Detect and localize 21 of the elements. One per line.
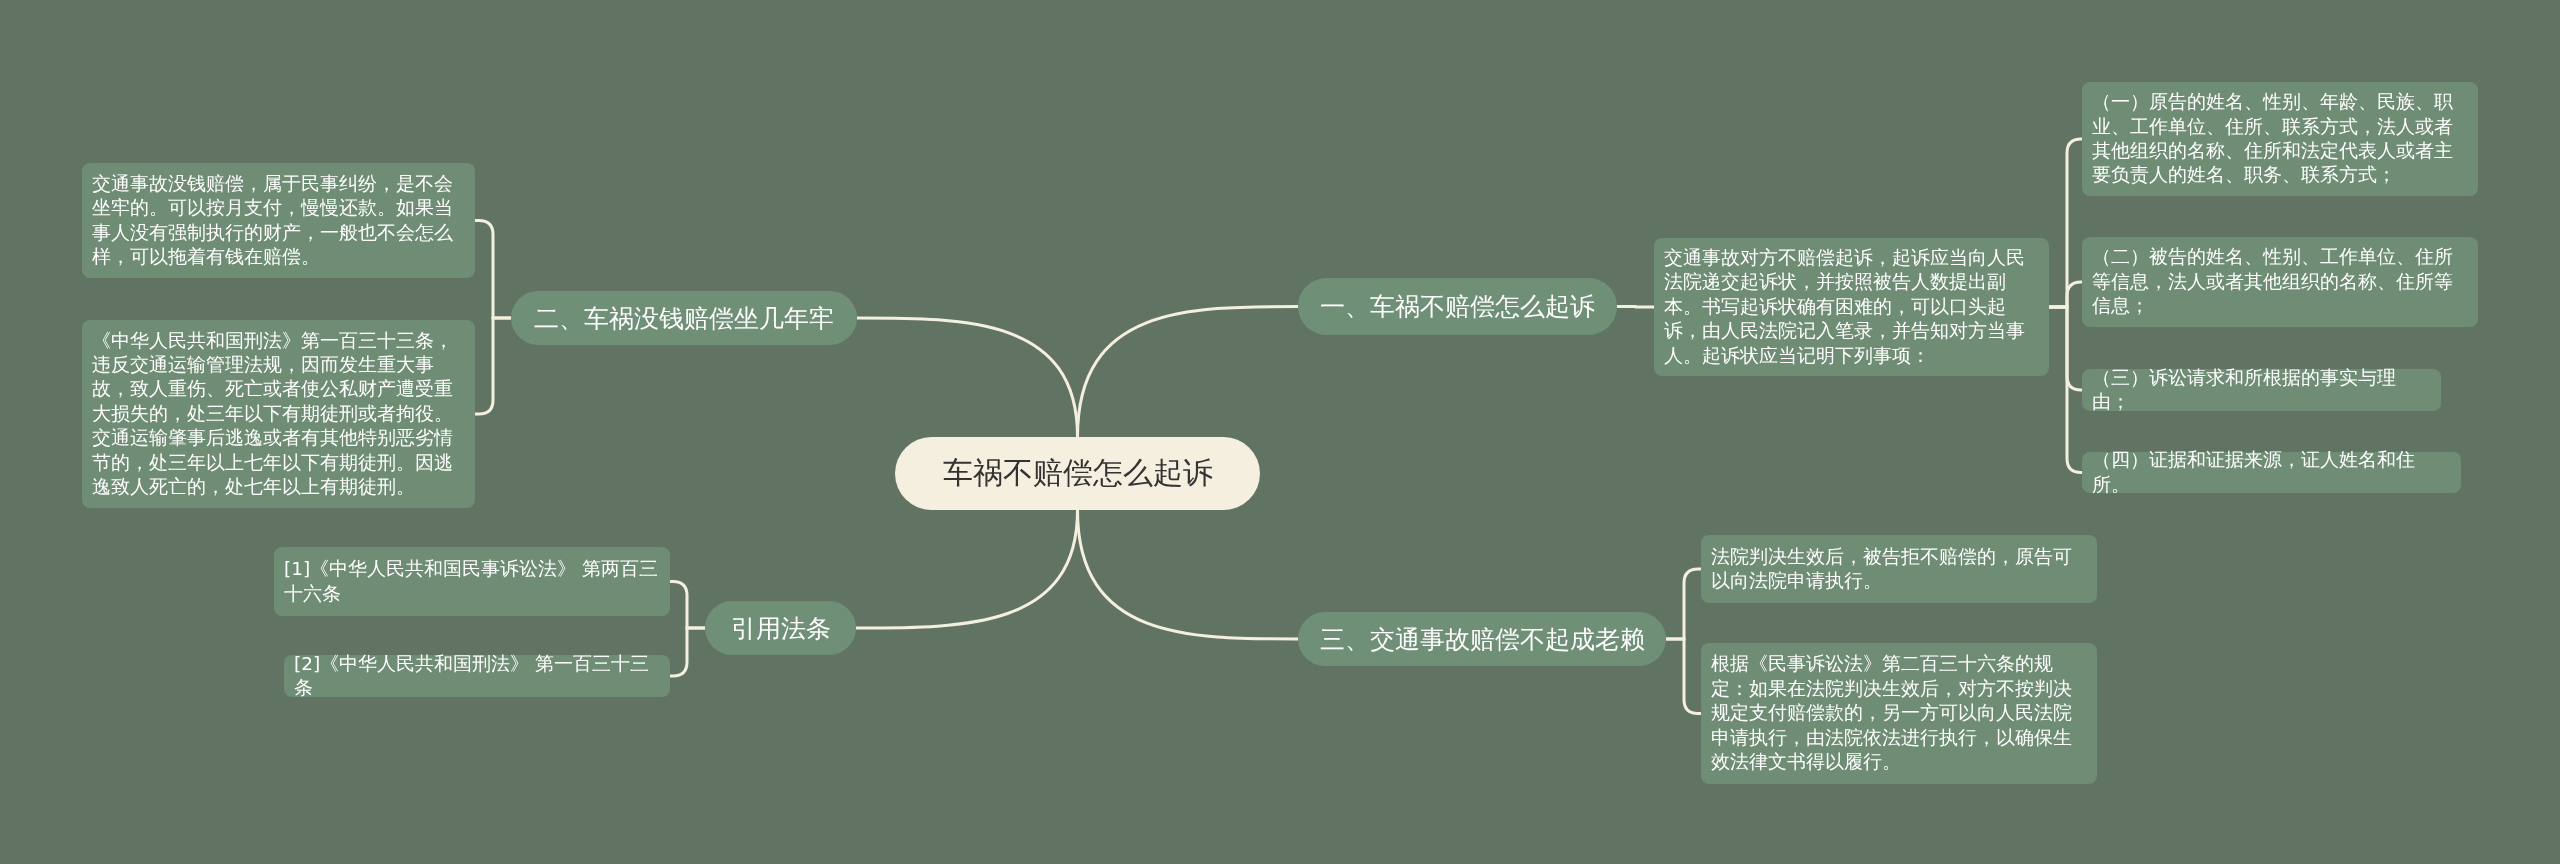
- note-box: （一）原告的姓名、性别、年龄、民族、职业、工作单位、住所、联系方式，法人或者其他组织的名称、住所和法定代表人或者主要负责人的姓名、职务、联系方式；: [2082, 82, 2478, 196]
- connector-line: [670, 626, 705, 678]
- note-box: [2]《中华人民共和国刑法》 第一百三十三条: [284, 655, 670, 697]
- note-box: （二）被告的姓名、性别、工作单位、住所等信息，法人或者其他组织的名称、住所等信息；: [2082, 237, 2478, 327]
- branch-topic: 三、交通事故赔偿不起成老赖: [1298, 612, 1666, 666]
- note-box: 《中华人民共和国刑法》第一百三十三条，违反交通运输管理法规，因而发生重大事故，致人重伤、死亡或者使公私财产遭受重大损失的，处三年以下有期徒刑或者拘役。交通运输肇事后逃逸或者有其他特别恶劣情节的，处三年以上七年以下有期徒刑。因逃逸致人死亡的，处七年以上有期徒刑。: [82, 320, 475, 508]
- connector-line: [2049, 305, 2083, 474]
- central-topic: 车祸不赔偿怎么起诉: [895, 437, 1260, 510]
- branch-topic: 引用法条: [705, 601, 856, 655]
- note-box: （三）诉讼请求和所根据的事实与理由；: [2082, 369, 2441, 411]
- note-box: [1]《中华人民共和国民事诉讼法》 第两百三十六条: [274, 547, 670, 616]
- branch-topic: 二、车祸没钱赔偿坐几年牢: [511, 291, 857, 345]
- note-box: 交通事故没钱赔偿，属于民事纠纷，是不会坐牢的。可以按月支付，慢慢还款。如果当事人没有强制执行的财产，一般也不会怎么样，可以拖着有钱在赔偿。: [82, 163, 475, 278]
- note-box: 根据《民事诉讼法》第二百三十六条的规定：如果在法院判决生效后，对方不按判决规定支付赔偿款的，另一方可以向人民法院申请执行，由法院依法进行执行，以确保生效法律文书得以履行。: [1701, 643, 2097, 784]
- note-box: 交通事故对方不赔偿起诉，起诉应当向人民法院递交起诉状，并按照被告人数提出副本。书写起诉状确有困难的，可以口头起诉，由人民法院记入笔录，并告知对方当事人。起诉状应当记明下列事项：: [1654, 238, 2049, 376]
- connector-line: [856, 509, 1079, 630]
- connector-line: [857, 316, 1079, 438]
- branch-topic: 一、车祸不赔偿怎么起诉: [1298, 278, 1617, 335]
- note-box: （四）证据和证据来源，证人姓名和住所。: [2082, 452, 2461, 493]
- note-box: 法院判决生效后，被告拒不赔偿的，原告可以向法院申请执行。: [1701, 535, 2097, 603]
- connector-line: [1617, 305, 1654, 309]
